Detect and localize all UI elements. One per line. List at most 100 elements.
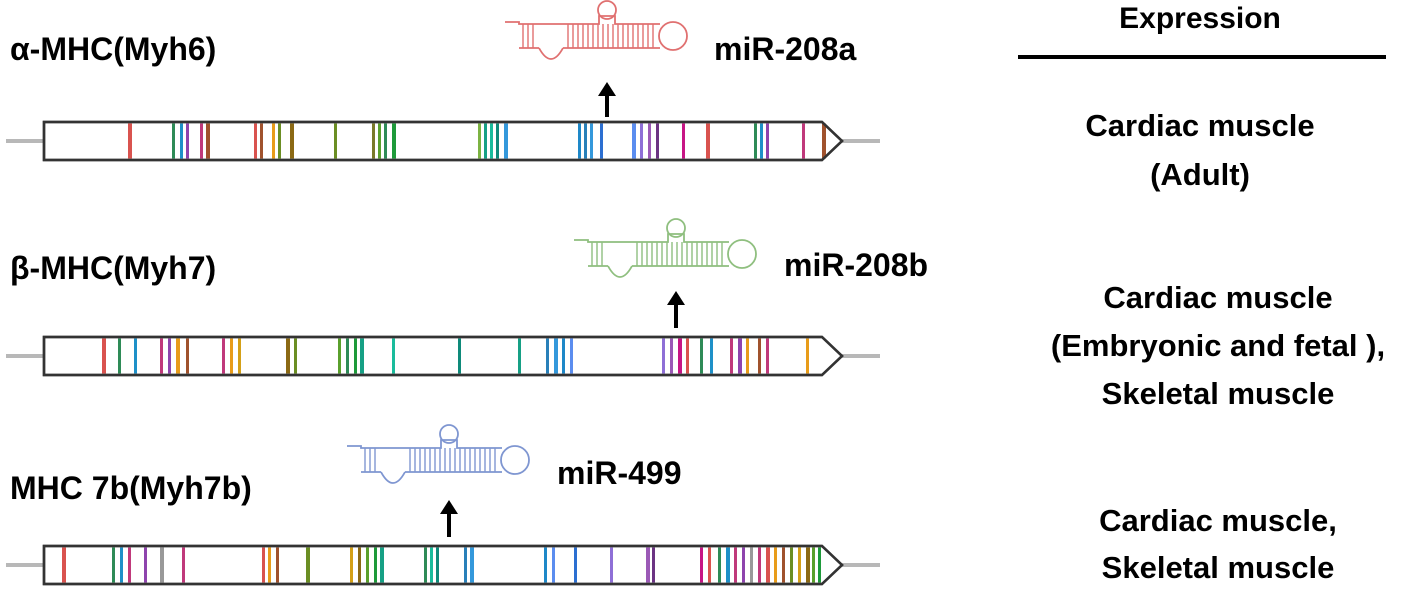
hairpin-top-loop xyxy=(597,0,617,20)
exon-mark xyxy=(546,338,549,374)
exon-mark xyxy=(790,547,793,583)
gene-label-myh7: β-MHC(Myh7) xyxy=(10,250,216,286)
gene-body xyxy=(42,120,844,162)
arrow-head xyxy=(667,291,685,305)
exon-mark xyxy=(552,547,555,583)
exon-mark xyxy=(268,547,271,583)
gene-row-myh7b: MHC 7b(Myh7b) miR-499 Cardiac muscle, Sk… xyxy=(6,424,1337,586)
hairpin-terminal-loop xyxy=(500,445,530,475)
exon-mark xyxy=(424,547,427,583)
exon-mark xyxy=(230,338,233,374)
exon-mark xyxy=(358,547,361,583)
exon-mark xyxy=(262,547,265,583)
arrow-head xyxy=(440,500,458,514)
hairpin-bulge xyxy=(607,265,633,278)
exon-mark xyxy=(504,123,508,159)
exon-mark xyxy=(766,547,770,583)
exon-mark xyxy=(378,123,381,159)
exon-mark xyxy=(746,338,749,374)
exon-mark xyxy=(478,123,481,159)
hairpin-terminal-loop xyxy=(727,239,757,269)
exon-mark xyxy=(294,338,297,374)
exon-mark xyxy=(578,123,581,159)
exon-mark xyxy=(646,547,650,583)
exon-mark xyxy=(470,547,474,583)
exon-mark xyxy=(818,547,821,583)
exon-mark xyxy=(182,547,185,583)
exon-mark xyxy=(584,123,587,159)
exon-mark xyxy=(640,123,643,159)
exon-mark xyxy=(670,338,673,374)
exon-mark xyxy=(570,338,573,374)
exon-mark xyxy=(652,547,655,583)
exon-mark xyxy=(678,338,682,374)
exon-mark xyxy=(758,547,761,583)
exon-mark xyxy=(774,547,777,583)
exon-mark xyxy=(610,547,613,583)
exon-mark xyxy=(822,123,826,159)
expression-header: Expression xyxy=(1119,2,1281,35)
hairpin-strand xyxy=(574,233,729,243)
exon-mark xyxy=(102,338,106,374)
exon-mark xyxy=(458,338,461,374)
exon-mark xyxy=(766,123,769,159)
exon-mark xyxy=(134,338,137,374)
exon-mark xyxy=(118,338,121,374)
exon-mark xyxy=(278,123,281,159)
exon-mark xyxy=(160,547,164,583)
exon-mark xyxy=(180,123,183,159)
expression-myh6-line2: (Adult) xyxy=(1150,157,1250,192)
gene-row-myh6: α-MHC(Myh6) miR-208a Cardiac muscle (Adu… xyxy=(6,0,1315,192)
gene-label-myh6: α-MHC(Myh6) xyxy=(10,31,216,67)
exon-mark xyxy=(730,338,733,374)
exon-mark xyxy=(206,123,210,159)
exon-mark xyxy=(338,338,341,374)
exon-mark xyxy=(260,123,263,159)
exon-mark xyxy=(186,338,189,374)
hairpin-bulge xyxy=(380,471,406,484)
exon-mark xyxy=(128,547,131,583)
exon-mark xyxy=(286,338,290,374)
mirna-label-208a: miR-208a xyxy=(714,31,857,67)
exon-mark xyxy=(812,547,815,583)
exon-mark xyxy=(186,123,189,159)
exon-mark xyxy=(682,123,685,159)
gene-label-myh7b: MHC 7b(Myh7b) xyxy=(10,470,252,506)
expression-myh7-line2: (Embryonic and fetal ), xyxy=(1051,328,1385,363)
up-arrow-icon xyxy=(598,82,616,117)
exon-mark xyxy=(172,123,175,159)
exon-mark xyxy=(518,338,521,374)
arrow-head xyxy=(598,82,616,96)
exon-mark xyxy=(766,338,769,374)
exon-mark xyxy=(490,123,493,159)
exon-mark xyxy=(112,547,115,583)
exon-mark xyxy=(600,123,603,159)
hairpin-bulge xyxy=(538,47,564,60)
exon-mark xyxy=(706,123,710,159)
exon-mark xyxy=(276,547,279,583)
exon-mark xyxy=(750,547,753,583)
exon-mark xyxy=(632,123,636,159)
exon-mark xyxy=(590,123,593,159)
exon-mark xyxy=(574,547,577,583)
exon-mark xyxy=(708,547,711,583)
exon-mark xyxy=(686,338,689,374)
exon-mark xyxy=(176,338,180,374)
exon-mark xyxy=(656,123,659,159)
exon-mark xyxy=(718,547,721,583)
hairpin-strand xyxy=(505,15,660,25)
exon-mark xyxy=(496,123,499,159)
exon-mark xyxy=(662,338,665,374)
exon-mark xyxy=(700,547,703,583)
hairpin-terminal-loop xyxy=(658,21,688,51)
exon-mark xyxy=(742,547,745,583)
gene-bar-myh7b xyxy=(6,544,880,586)
exon-mark xyxy=(754,123,757,159)
hairpin-top-loop xyxy=(439,424,459,444)
exon-mark xyxy=(710,338,713,374)
gene-outline xyxy=(42,335,844,377)
exon-mark xyxy=(806,338,809,374)
exon-mark xyxy=(802,123,805,159)
gene-body xyxy=(42,335,844,377)
